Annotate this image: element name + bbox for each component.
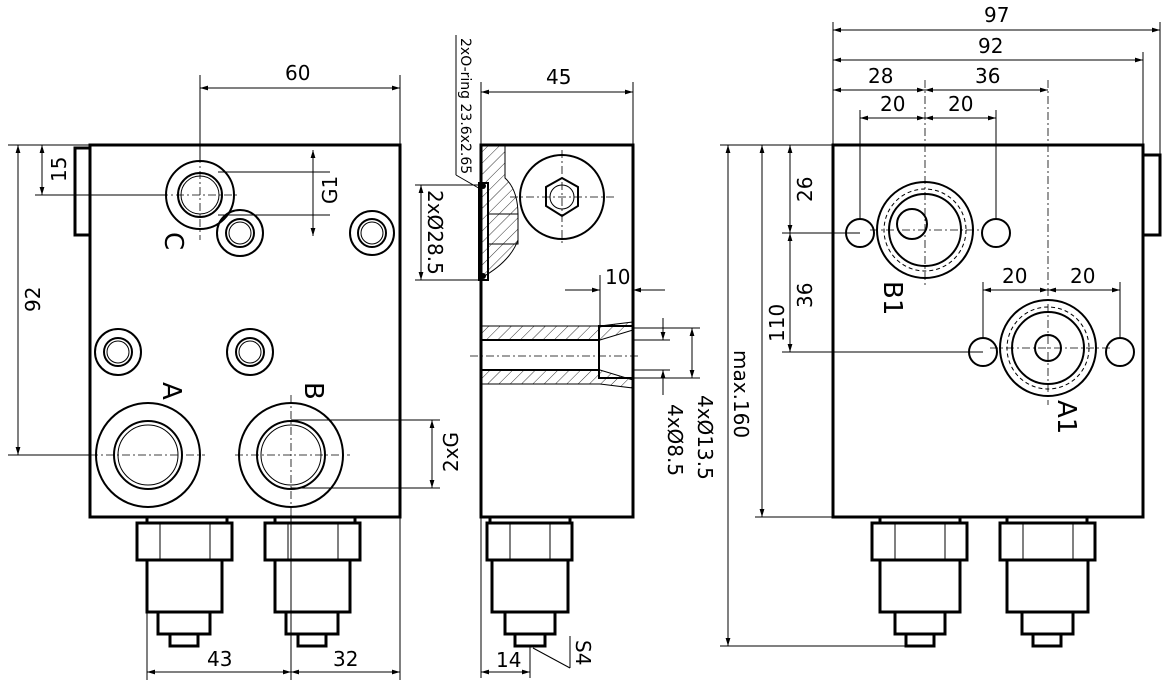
rear-port-a1-label: A1 bbox=[1051, 400, 1081, 434]
rear-body bbox=[831, 143, 1145, 519]
front-port-b-label: B bbox=[298, 382, 328, 400]
side-cartridge bbox=[485, 515, 574, 648]
front-port-a-label: A bbox=[156, 382, 186, 400]
side-hex-bolt bbox=[510, 150, 615, 245]
front-lug bbox=[73, 146, 90, 237]
port-a bbox=[90, 402, 205, 508]
front-port-c-label: C bbox=[158, 232, 188, 250]
port-b1 bbox=[845, 80, 1011, 285]
rear-dim-vert-mid: 36 bbox=[793, 283, 817, 308]
front-body bbox=[88, 143, 402, 519]
front-cartridge-left bbox=[135, 515, 234, 648]
rear-cartridge-right bbox=[998, 515, 1097, 648]
plug-right-top bbox=[349, 210, 395, 256]
plug-left-mid bbox=[94, 328, 142, 376]
rear-lug bbox=[1143, 153, 1162, 237]
side-dim-wrench: 14 bbox=[496, 648, 521, 672]
side-dim-bolt-hole: 4xØ8.5 bbox=[663, 404, 687, 476]
rear-dim-body: 92 bbox=[978, 34, 1003, 58]
side-wrench-size: S4 bbox=[571, 640, 595, 665]
side-dim-depth: 10 bbox=[605, 265, 630, 289]
side-dim-oring-dia: 2xØ28.5 bbox=[423, 190, 447, 275]
plug-center-mid bbox=[226, 328, 274, 376]
side-dim-counterbore: 4xØ13.5 bbox=[693, 395, 717, 480]
port-c bbox=[160, 155, 240, 240]
side-oring-note: 2xO-ring 23.6x2.65 bbox=[457, 38, 473, 174]
rear-port-b1-label: B1 bbox=[877, 281, 907, 315]
rear-dim-hole-spacing2-left: 20 bbox=[1002, 264, 1027, 288]
front-cartridge-right bbox=[263, 515, 362, 648]
front-dim-bottom-right: 32 bbox=[333, 647, 358, 671]
rear-dim-hole-spacing2-right: 20 bbox=[1070, 264, 1095, 288]
port-a1 bbox=[968, 80, 1135, 405]
rear-dim-vert-110: 110 bbox=[765, 304, 789, 342]
rear-dim-vert-top: 26 bbox=[793, 177, 817, 202]
front-dim-width: 60 bbox=[285, 61, 310, 85]
front-dim-top-offset: 15 bbox=[47, 157, 71, 182]
rear-dim-hole-spacing-right: 20 bbox=[948, 92, 973, 116]
rear-view: 97 92 28 36 20 20 20 20 26 36 110 max.16… bbox=[720, 3, 1162, 648]
port-b bbox=[235, 395, 350, 515]
rear-dim-hole-spacing-left: 20 bbox=[880, 92, 905, 116]
rear-dim-overall: 97 bbox=[984, 3, 1009, 27]
front-dim-height: 92 bbox=[21, 287, 45, 312]
front-view: 60 15 92 G1 2xG C A B 43 32 bbox=[8, 61, 463, 680]
rear-dim-mid: 36 bbox=[975, 64, 1000, 88]
side-dim-width: 45 bbox=[546, 65, 571, 89]
front-dim-bottom-left: 43 bbox=[207, 647, 232, 671]
front-thread-2xg: 2xG bbox=[439, 432, 463, 472]
rear-dim-left: 28 bbox=[868, 64, 893, 88]
side-view: 45 2xO-ring 23.6x2.65 2xØ28.5 10 4xØ8.5 … bbox=[415, 35, 717, 678]
rear-cartridge-left bbox=[870, 515, 969, 648]
front-thread-g1: G1 bbox=[318, 176, 342, 204]
port-c-small bbox=[216, 209, 264, 257]
rear-dim-max-height: max.160 bbox=[729, 350, 753, 438]
